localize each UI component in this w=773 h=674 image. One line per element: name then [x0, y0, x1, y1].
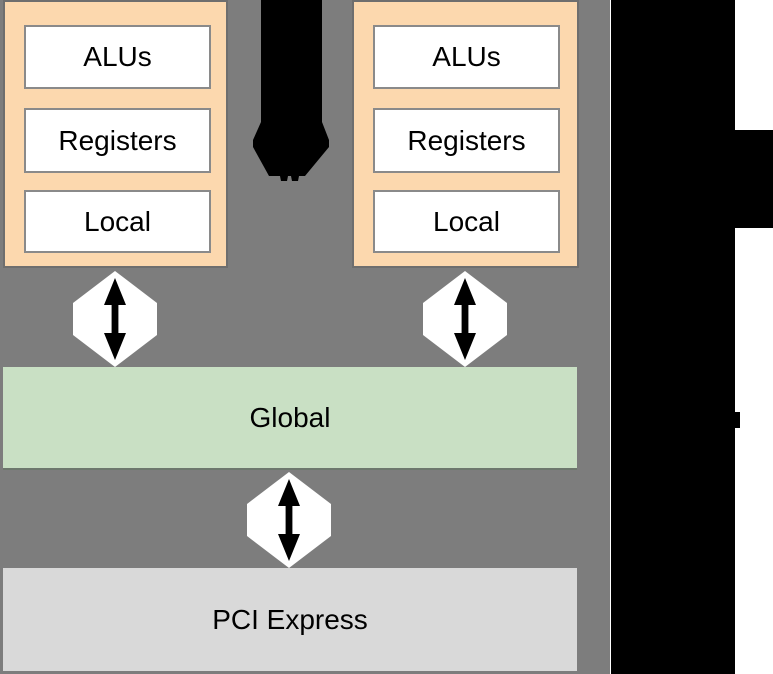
- local-memory-box: Local: [24, 190, 211, 253]
- double-arrow-connector-icon: [73, 271, 157, 367]
- pci-express-label: PCI Express: [212, 603, 368, 635]
- local-memory-box: Local: [373, 190, 560, 253]
- right-black-band: [735, 130, 773, 228]
- registers-label: Registers: [407, 124, 526, 156]
- double-arrow-connector-icon: [423, 271, 507, 367]
- registers-label: Registers: [58, 124, 177, 156]
- registers-box: Registers: [24, 108, 211, 173]
- pci-express-bar: PCI Express: [3, 568, 577, 671]
- right-black-nub: [735, 412, 740, 428]
- ellipsis-blob-icon: [253, 0, 329, 181]
- right-black-column: [611, 0, 735, 674]
- registers-box: Registers: [373, 108, 560, 173]
- global-label: Global: [249, 401, 331, 433]
- local-label: Local: [84, 205, 151, 237]
- alus-box: ALUs: [373, 25, 560, 89]
- compute-unit-panel-2: ALUs Registers Local: [352, 0, 579, 268]
- alus-label: ALUs: [432, 41, 501, 72]
- local-label: Local: [433, 205, 500, 237]
- global-memory-bar: Global: [3, 367, 577, 470]
- alus-label: ALUs: [83, 41, 152, 72]
- alus-box: ALUs: [24, 25, 211, 89]
- double-arrow-connector-icon: [247, 472, 331, 568]
- compute-unit-panel-1: ALUs Registers Local: [3, 0, 228, 268]
